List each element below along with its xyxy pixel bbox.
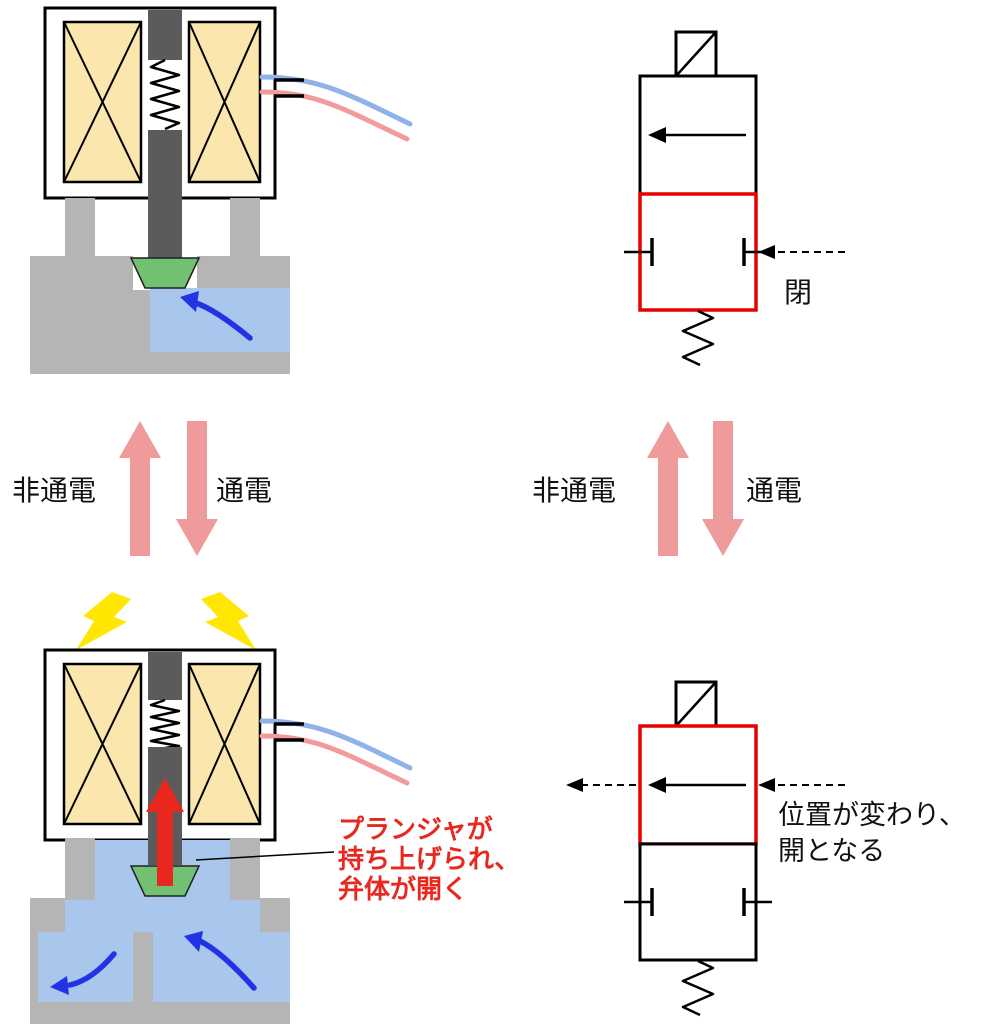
lightning-icon — [76, 592, 131, 650]
symbol-cell-closed-active — [638, 192, 758, 312]
flow-arrow-line — [197, 938, 257, 991]
flow-path-arrowhead-icon — [648, 127, 666, 143]
plunger-rod — [148, 130, 182, 258]
energized-label: 通電 — [746, 475, 802, 506]
valve-body — [30, 838, 290, 1024]
deenergized-label: 非通電 — [12, 475, 96, 506]
inlet-dashed-arrowhead-icon — [758, 778, 775, 792]
flow-arrow-line — [67, 951, 117, 988]
plunger-note-line3: 弁体が開く — [338, 874, 468, 904]
coil-cross-icon — [188, 663, 261, 825]
outlet-dashed-arrowhead-icon — [566, 778, 583, 792]
body-post-left — [65, 838, 95, 900]
body-wall-left — [30, 932, 38, 1002]
deenergize-arrow-up-icon — [647, 421, 689, 556]
plunger-lift-arrow-icon — [146, 778, 184, 886]
energize-arrow-down-icon — [176, 421, 218, 556]
body-ledge-right — [197, 256, 290, 288]
plunger-note-line1: プランジャが — [338, 814, 493, 844]
return-spring — [149, 58, 181, 131]
valve-body — [30, 198, 290, 374]
fixed-core — [148, 10, 182, 60]
body-seat-divider — [133, 932, 153, 1002]
cross-section-energized: プランジャが 持ち上げられ、 弁体が開く — [30, 592, 520, 1024]
body-post-left — [65, 198, 95, 258]
state-transition-left: 非通電 通電 — [12, 421, 272, 556]
liquid-chamber-inlet — [150, 288, 290, 352]
symbol-spring — [681, 309, 715, 367]
energized-label: 通電 — [216, 475, 272, 506]
flow-arrow-line — [193, 300, 253, 341]
valve-seat-disc — [129, 257, 201, 289]
state-transition-right: 非通電 通電 — [532, 421, 802, 556]
body-post-right — [230, 198, 260, 258]
energize-arrow-down-icon — [702, 421, 744, 556]
deenergized-label: 非通電 — [532, 475, 616, 506]
coil-cross-icon — [188, 21, 261, 183]
cross-section-deenergized — [30, 6, 413, 374]
flow-arrow-outlet — [50, 951, 117, 995]
plunger-note-line2: 持ち上げられ、 — [338, 844, 520, 874]
body-bottom-bar — [30, 1002, 290, 1024]
flow-arrow-head-icon — [50, 976, 69, 995]
return-spring-compressed — [149, 698, 181, 750]
flow-path-arrowhead-icon — [648, 777, 666, 793]
flow-arrow-blocked — [180, 291, 253, 341]
solenoid-actuator-diagonal — [675, 681, 717, 727]
lightning-icon — [201, 592, 256, 650]
coil-cross-icon — [63, 21, 142, 183]
open-note-line1: 位置が変わり、 — [778, 800, 966, 830]
symbol-spring — [681, 959, 715, 1017]
body-ledge-left — [30, 898, 65, 932]
body-post-right — [230, 838, 260, 900]
valve-symbol-closed: 閉 — [624, 30, 845, 367]
flow-arrow-inlet — [184, 931, 257, 991]
annotation-pointer-line — [195, 851, 335, 861]
solenoid-actuator-diagonal — [675, 31, 717, 77]
flow-arrow-head-icon — [184, 931, 203, 952]
deenergize-arrow-up-icon — [119, 421, 161, 556]
lead-wire-red — [259, 89, 410, 142]
body-ledge-right — [260, 898, 290, 932]
lead-wire-blue — [259, 718, 413, 771]
open-note-line2: 開となる — [778, 836, 885, 866]
body-block-left — [30, 256, 290, 374]
flow-arrow-head-icon — [180, 291, 199, 312]
inlet-dashed-arrowhead-icon — [758, 245, 775, 259]
valve-symbol-open: 位置が変わり、 開となる — [566, 680, 966, 1017]
coil-cross-icon — [63, 663, 142, 825]
lead-wire-red — [259, 733, 410, 786]
symbol-cell-closed — [638, 842, 758, 962]
lead-wire-blue — [259, 74, 413, 127]
closed-label: 閉 — [784, 277, 812, 308]
fixed-core — [148, 652, 182, 700]
